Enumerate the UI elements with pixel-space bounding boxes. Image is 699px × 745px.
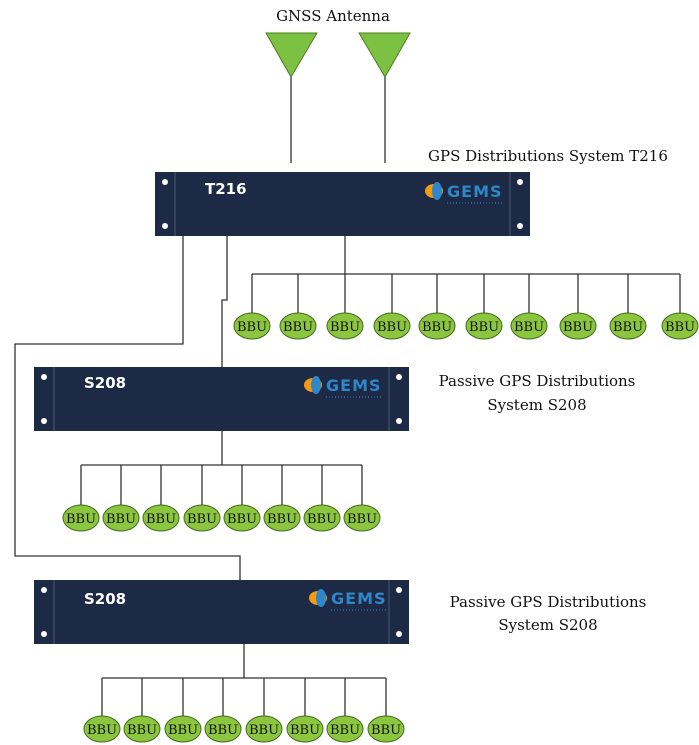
- bbu-node: BBU: [263, 465, 301, 532]
- s208-a-bbu-tree: [81, 431, 362, 466]
- bbu-node: BBU: [83, 678, 121, 743]
- s208-a-caption-line1: Passive GPS Distributions: [439, 372, 636, 390]
- s208-b-caption-line2: System S208: [498, 616, 597, 634]
- s208-b-caption-line1: Passive GPS Distributions: [450, 593, 647, 611]
- svg-text:GEMS: GEMS: [331, 589, 387, 608]
- bbu-label: BBU: [371, 723, 401, 738]
- svg-text:GEMS: GEMS: [447, 182, 503, 201]
- bbu-label: BBU: [87, 723, 117, 738]
- bbu-label: BBU: [514, 320, 544, 335]
- bbu-label: BBU: [283, 320, 313, 335]
- bbu-label: BBU: [469, 320, 499, 335]
- bbu-label: BBU: [208, 723, 238, 738]
- bbu-label: BBU: [330, 320, 360, 335]
- gnss-antenna-left: [265, 32, 318, 163]
- bbu-node: BBU: [183, 465, 221, 532]
- s208-b-bbu-tree: [102, 644, 386, 679]
- s208-a-unit: S208 GEMS: [34, 367, 409, 431]
- gnss-antenna-right: [358, 32, 411, 163]
- bbu-label: BBU: [66, 512, 96, 527]
- bbu-node: BBU: [510, 274, 548, 340]
- bbu-label: BBU: [267, 512, 297, 527]
- bbu-label: BBU: [146, 512, 176, 527]
- svg-text:GEMS: GEMS: [326, 376, 382, 395]
- s208-b-unit: S208 GEMS: [34, 580, 409, 644]
- bbu-node: BBU: [326, 678, 364, 743]
- bbu-label: BBU: [422, 320, 452, 335]
- bbu-label: BBU: [347, 512, 377, 527]
- bbu-node: BBU: [465, 274, 503, 340]
- t216-to-s208-b-cable: [14, 236, 241, 580]
- s208-b-model-label: S208: [84, 590, 126, 608]
- bbu-label: BBU: [106, 512, 136, 527]
- t216-unit: T216 GEMS: [155, 172, 530, 236]
- bbu-label: BBU: [249, 723, 279, 738]
- t216-caption: GPS Distributions System T216: [428, 147, 668, 165]
- bbu-node: BBU: [123, 678, 161, 743]
- bbu-node: BBU: [286, 678, 324, 743]
- s208-a-caption-line2: System S208: [487, 396, 586, 414]
- t216-bbu-group: BBU BBU BBU BBU BBU BBU BBU BBU BBU BBU: [233, 274, 699, 340]
- s208-a-bbu-group: BBU BBU BBU BBU BBU BBU BBU BBU: [62, 465, 381, 532]
- bbu-node: BBU: [559, 274, 597, 340]
- antenna-label: GNSS Antenna: [276, 7, 390, 25]
- bbu-label: BBU: [665, 320, 695, 335]
- bbu-node: BBU: [661, 274, 699, 340]
- bbu-node: BBU: [303, 465, 341, 532]
- bbu-label: BBU: [127, 723, 157, 738]
- gems-logo-icon: GEMS: [309, 589, 387, 611]
- bbu-node: BBU: [223, 465, 261, 532]
- bbu-node: BBU: [418, 274, 456, 340]
- bbu-node: BBU: [279, 274, 317, 340]
- bbu-node: BBU: [142, 465, 180, 532]
- t216-to-s208-a-cable: [221, 236, 228, 367]
- bbu-label: BBU: [307, 512, 337, 527]
- bbu-label: BBU: [237, 320, 267, 335]
- t216-bbu-tree: [252, 236, 680, 275]
- bbu-node: BBU: [164, 678, 202, 743]
- bbu-label: BBU: [187, 512, 217, 527]
- bbu-node: BBU: [343, 465, 381, 532]
- bbu-label: BBU: [290, 723, 320, 738]
- t216-model-label: T216: [205, 180, 247, 198]
- bbu-node: BBU: [245, 678, 283, 743]
- s208-a-model-label: S208: [84, 374, 126, 392]
- bbu-node: BBU: [367, 678, 405, 743]
- gems-logo-icon: GEMS: [425, 182, 503, 204]
- bbu-label: BBU: [377, 320, 407, 335]
- bbu-node: BBU: [326, 274, 364, 340]
- bbu-node: BBU: [102, 465, 140, 532]
- gems-logo-icon: GEMS: [304, 376, 382, 398]
- bbu-label: BBU: [330, 723, 360, 738]
- bbu-node: BBU: [233, 274, 271, 340]
- bbu-label: BBU: [613, 320, 643, 335]
- bbu-label: BBU: [563, 320, 593, 335]
- bbu-node: BBU: [609, 274, 647, 340]
- bbu-node: BBU: [373, 274, 411, 340]
- bbu-node: BBU: [204, 678, 242, 743]
- bbu-label: BBU: [168, 723, 198, 738]
- s208-b-bbu-group: BBU BBU BBU BBU BBU BBU BBU BBU: [83, 678, 405, 743]
- bbu-node: BBU: [62, 465, 100, 532]
- bbu-label: BBU: [227, 512, 257, 527]
